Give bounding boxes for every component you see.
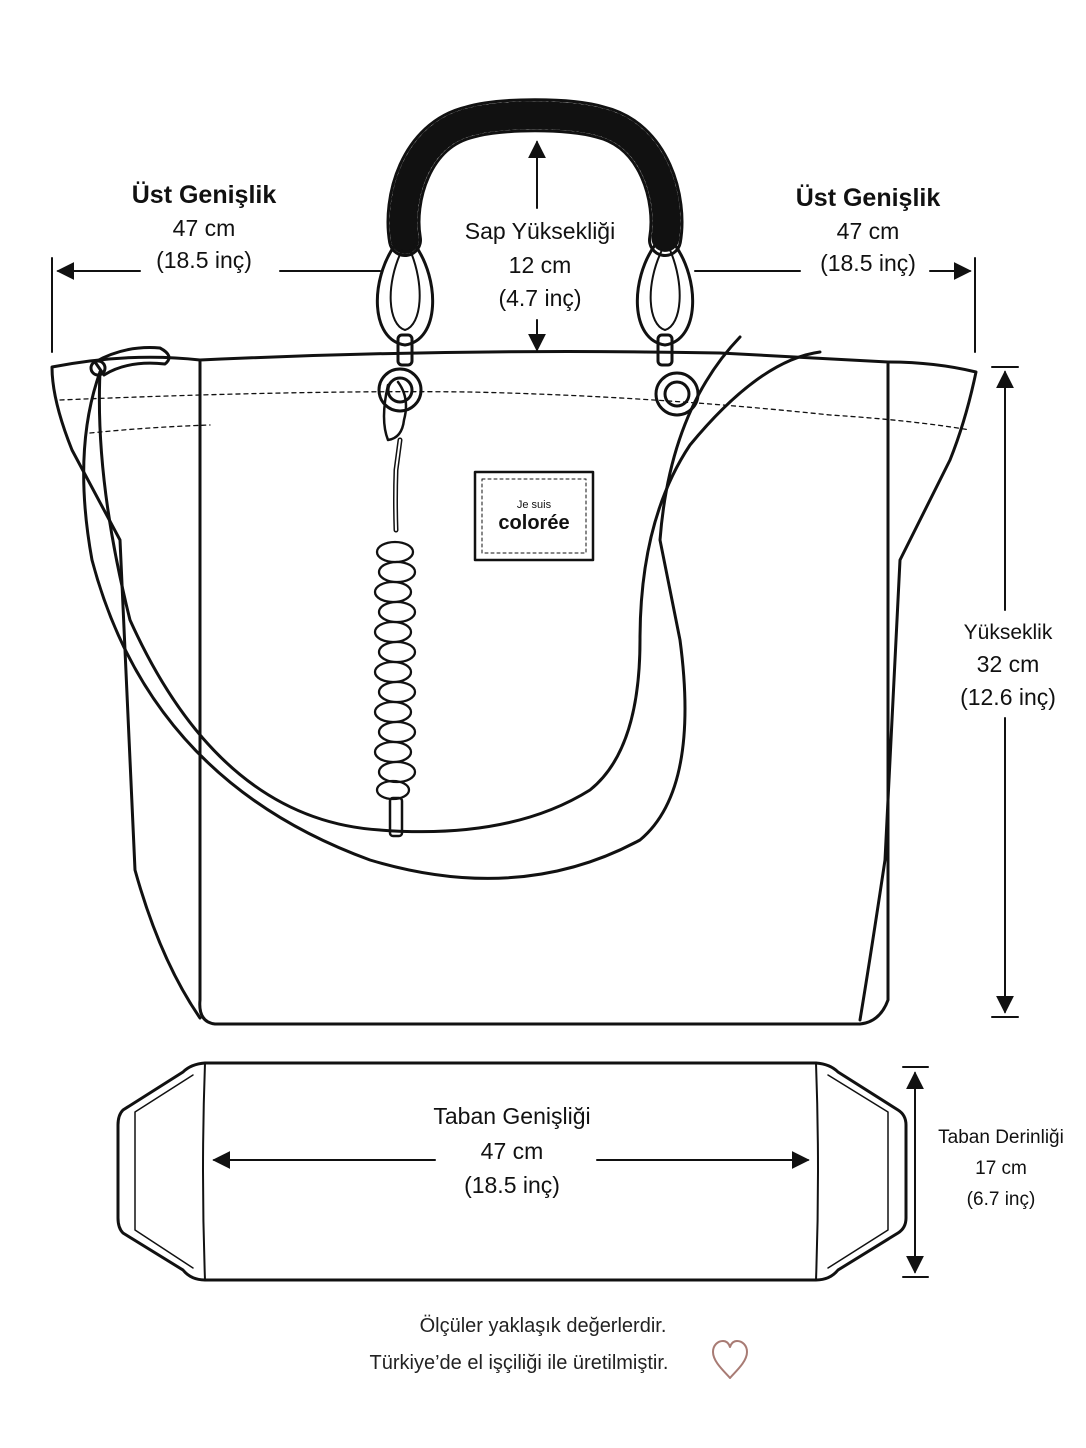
heart-outline-icon — [712, 1340, 748, 1379]
braided-keychain — [373, 380, 417, 838]
height-title: Yükseklik — [963, 621, 1053, 644]
handle-height-title: Sap Yüksekliği — [464, 218, 616, 244]
label-top-width-left: Üst Genişlik 47 cm (18.5 inç) — [104, 183, 304, 272]
height-cm: 32 cm — [976, 651, 1040, 677]
top-width-left-title: Üst Genişlik — [131, 181, 277, 209]
label-top-width-right: Üst Genişlik 47 cm (18.5 inç) — [768, 186, 968, 275]
label-height: Yükseklik 32 cm (12.6 inç) — [938, 622, 1078, 709]
top-width-right-title: Üst Genişlik — [795, 184, 941, 212]
handle-height-inch: (4.7 inç) — [498, 285, 582, 311]
base-width-inch: (18.5 inç) — [464, 1172, 560, 1198]
footer-note-1: Ölçüler yaklaşık değerlerdir. — [419, 1315, 667, 1337]
brand-patch-text: Je suis colorée — [475, 499, 593, 534]
brand-line-2: colorée — [498, 512, 570, 534]
handle-height-cm: 12 cm — [508, 252, 572, 278]
base-view — [116, 1061, 908, 1282]
base-depth-title: Taban Derinliği — [938, 1127, 1064, 1148]
top-width-left-inch: (18.5 inç) — [156, 247, 252, 273]
base-width-title: Taban Genişliği — [433, 1103, 591, 1129]
top-width-right-inch: (18.5 inç) — [820, 250, 916, 276]
brand-line-1: Je suis — [516, 499, 552, 511]
dimension-lines — [51, 140, 1019, 1278]
bag-body — [50, 350, 978, 1026]
base-depth-inch: (6.7 inç) — [966, 1189, 1036, 1210]
footer-note-2: Türkiye’de el işçiliği ile üretilmiştir. — [369, 1352, 669, 1374]
left-strap-clip — [89, 346, 171, 377]
height-inch: (12.6 inç) — [960, 684, 1056, 710]
shoulder-strap — [82, 335, 822, 880]
base-width-cm: 47 cm — [480, 1138, 544, 1164]
label-handle-height: Sap Yüksekliği 12 cm (4.7 inç) — [440, 220, 640, 310]
label-base-depth: Taban Derinliği 17 cm (6.7 inç) — [918, 1128, 1084, 1209]
label-base-width: Taban Genişliği 47 cm (18.5 inç) — [412, 1105, 612, 1197]
brand-patch — [473, 470, 595, 562]
handle — [375, 98, 695, 367]
base-depth-cm: 17 cm — [975, 1158, 1027, 1179]
top-width-left-cm: 47 cm — [172, 215, 236, 241]
top-width-right-cm: 47 cm — [836, 218, 900, 244]
